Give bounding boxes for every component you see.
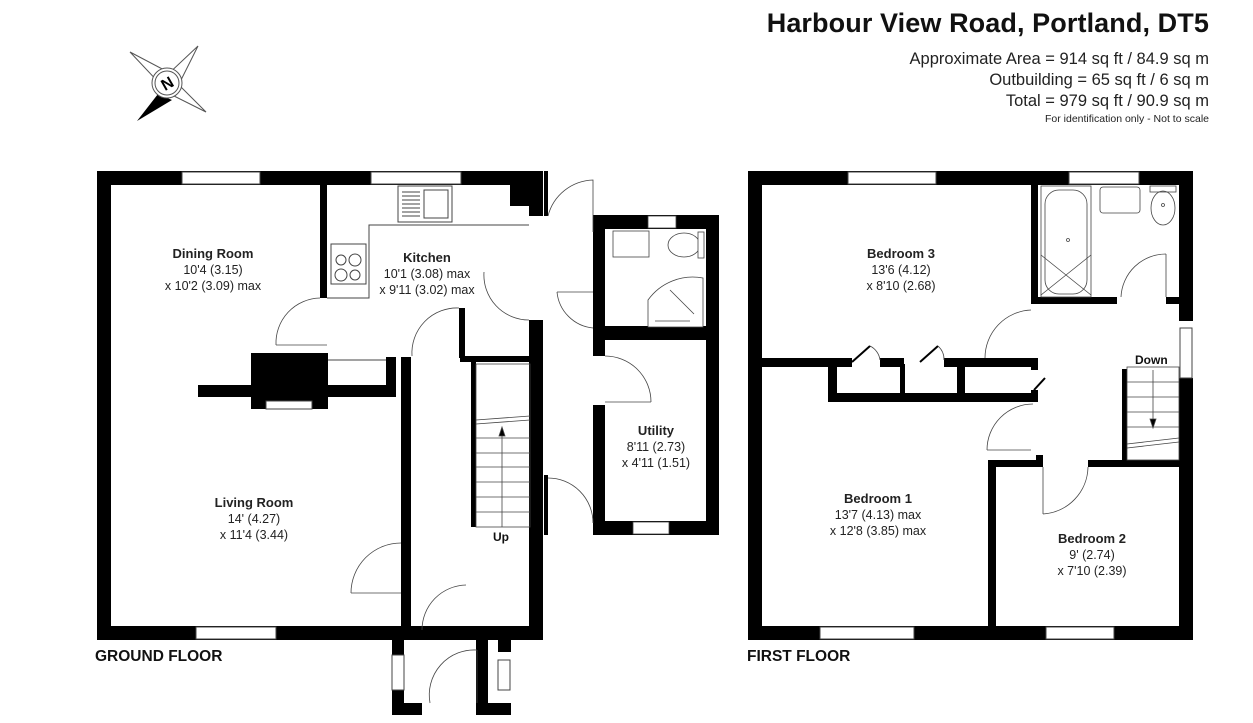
room-label-kitchen: Kitchen 10'1 (3.08) max x 9'11 (3.02) ma… — [379, 250, 474, 298]
property-title: Harbour View Road, Portland, DT5 — [766, 8, 1209, 38]
room-dimension-1: 10'4 (3.15) — [183, 263, 243, 277]
room-dimension-2: x 9'11 (3.02) max — [379, 283, 475, 297]
stairs-up-label: Up — [493, 530, 509, 544]
outbuilding-doors — [547, 179, 652, 524]
room-label-bedroom-1: Bedroom 1 13'7 (4.13) max x 12'8 (3.85) … — [830, 491, 926, 539]
outbuilding-area: Outbuilding = 65 sq ft / 6 sq m — [989, 71, 1209, 89]
first-floor-stairs — [1126, 366, 1180, 461]
room-dimension-2: x 4'11 (1.51) — [621, 456, 691, 470]
room-name: Bedroom 2 — [1058, 531, 1126, 546]
room-name: Kitchen — [403, 250, 451, 265]
room-label-bedroom-2: Bedroom 2 9' (2.74) x 7'10 (2.39) — [1057, 531, 1126, 579]
ground-floor-windows — [181, 171, 511, 691]
room-name: Living Room — [214, 495, 294, 510]
stairs-down-label: Down — [1135, 353, 1168, 367]
room-name: Bedroom 1 — [844, 491, 912, 506]
approximate-area: Approximate Area = 914 sq ft / 84.9 sq m — [909, 50, 1209, 68]
kitchen-fittings — [327, 185, 529, 299]
room-name: Bedroom 3 — [867, 246, 935, 261]
first-floor-windows — [819, 171, 1193, 640]
disclaimer: For identification only - Not to scale — [1045, 113, 1209, 125]
room-dimension-1: 8'11 (2.73) — [626, 440, 686, 454]
ground-floor-label: GROUND FLOOR — [95, 648, 223, 665]
room-dimension-2: x 12'8 (3.85) max — [829, 524, 927, 538]
first-floor-label: FIRST FLOOR — [747, 648, 851, 665]
outbuilding-fittings — [612, 215, 705, 535]
outbuilding-plan — [544, 171, 719, 535]
room-dimension-2: x 8'10 (2.68) — [866, 279, 936, 293]
room-label-utility: Utility 8'11 (2.73) x 4'11 (1.51) — [622, 423, 690, 471]
first-floor-doors — [851, 253, 1167, 515]
room-name: Utility — [637, 423, 675, 438]
room-dimension-2: x 10'2 (3.09) max — [164, 279, 262, 293]
room-dimension-1: 10'1 (3.08) max — [383, 267, 471, 281]
room-label-bedroom-3: Bedroom 3 13'6 (4.12) x 8'10 (2.68) — [866, 246, 935, 294]
room-name: Dining Room — [172, 246, 254, 261]
room-dimension-1: 14' (4.27) — [227, 512, 281, 526]
room-label-dining-room: Dining Room 10'4 (3.15) x 10'2 (3.09) ma… — [165, 246, 261, 294]
total-area: Total = 979 sq ft / 90.9 sq m — [1005, 92, 1209, 110]
room-dimension-2: x 7'10 (2.39) — [1057, 564, 1127, 578]
ground-floor-doors — [275, 271, 530, 704]
room-dimension-1: 13'6 (4.12) — [871, 263, 931, 277]
room-dimension-2: x 11'4 (3.44) — [219, 528, 289, 542]
compass-north-icon: N — [129, 45, 207, 121]
room-label-living-room: Living Room 14' (4.27) x 11'4 (3.44) — [215, 495, 294, 543]
room-dimension-1: 9' (2.74) — [1069, 548, 1115, 562]
ground-floor-stairs — [475, 363, 531, 528]
room-dimension-1: 13'7 (4.13) max — [834, 508, 922, 522]
bathroom-fittings — [1040, 185, 1177, 298]
